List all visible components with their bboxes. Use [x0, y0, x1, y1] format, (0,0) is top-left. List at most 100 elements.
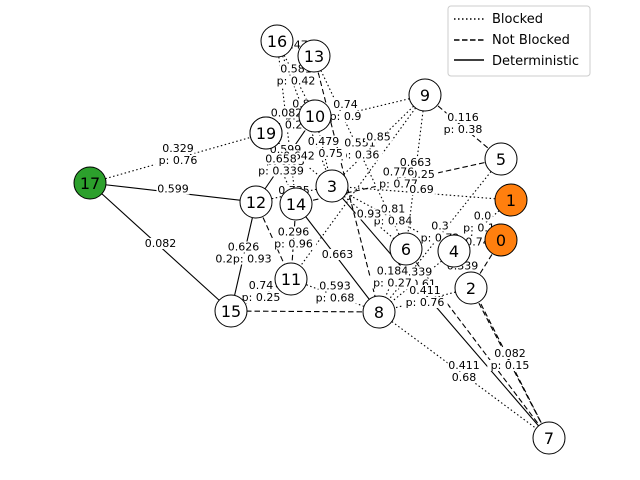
edge-label-bg [408, 285, 442, 296]
edge-label-bg [277, 226, 310, 238]
edge-label-1-4: 0.0 [474, 210, 492, 223]
edge-label-bg [392, 169, 439, 180]
edge-label-bg [300, 148, 347, 159]
edge-label-bg [266, 119, 307, 131]
edge-label-bg [417, 232, 463, 244]
edge-label-bg [446, 260, 479, 272]
edge-label-17-12: 0.599 [157, 183, 189, 196]
edge-label-bg [376, 265, 409, 277]
edge-label-2-8: 0.411 [409, 284, 441, 297]
edge-label-bg [227, 241, 260, 253]
edge-label-bg [355, 208, 383, 220]
edge-label-bg [365, 131, 392, 143]
node-15: 15 [214, 294, 248, 328]
edge-label-bg [282, 150, 316, 162]
edge-label-bg [156, 183, 190, 195]
edge-label-16-14: 0.082 [271, 107, 303, 120]
edge-label-8-11: p: 0.68 [316, 292, 355, 305]
node-label-13: 13 [304, 47, 324, 66]
edge-label-bg [238, 292, 284, 303]
node-3: 3 [315, 169, 349, 203]
edge-label-14-11: 0.296 [278, 226, 310, 239]
node-circle-13 [297, 39, 331, 73]
edge-label-bg [375, 178, 422, 190]
node-label-4: 4 [449, 242, 459, 261]
node-19: 19 [249, 116, 283, 150]
node-circle-15 [214, 294, 248, 328]
edge-label-bg [429, 220, 451, 232]
node-circle-3 [315, 169, 349, 203]
edge-label-bg [447, 360, 481, 371]
edge-label-6-8: p: 0.27 [373, 277, 412, 290]
edge-label-12-15: 0.2p: 0.93 [215, 253, 271, 266]
edge-label-bg [382, 166, 415, 178]
edge-label-3-4: p: 0.84 [374, 215, 413, 228]
node-9: 9 [408, 78, 442, 112]
node-label-7: 7 [544, 429, 554, 448]
edge-label-bg [446, 112, 480, 123]
edge-label-bg [279, 63, 313, 75]
node-label-6: 6 [401, 240, 411, 259]
node-11: 11 [274, 262, 308, 296]
node-13: 13 [297, 39, 331, 73]
node-label-3: 3 [327, 177, 337, 196]
node-circle-16 [260, 24, 294, 58]
node-label-5: 5 [496, 150, 506, 169]
edge-5-8 [378, 158, 502, 313]
edge-label-2-7: p: 0.15 [491, 359, 530, 372]
edge-label-bg [369, 277, 416, 289]
node-label-14: 14 [286, 195, 306, 214]
edge-label-bg [493, 348, 527, 359]
edge-label-15-11: 0.74 [249, 279, 274, 292]
edge-label-9-19: p: 0.9 [330, 110, 362, 123]
edge-label-bg [307, 136, 340, 147]
edge-label-bg [393, 278, 440, 290]
nodes-layer: 012345678910111213141516171819 [73, 24, 566, 455]
node-label-19: 19 [256, 124, 276, 143]
node-label-16: 16 [267, 32, 287, 51]
node-14: 14 [279, 187, 313, 221]
node-label-8: 8 [374, 303, 384, 322]
edge-16-14 [276, 40, 297, 205]
edge-label-19-14: p: 0.339 [258, 165, 304, 178]
node-6: 6 [389, 232, 423, 266]
node-label-15: 15 [221, 302, 241, 321]
edge-label-9-5: p: 0.38 [444, 123, 483, 136]
edge-label-bg [318, 280, 352, 292]
node-circle-7 [532, 421, 566, 455]
node-5: 5 [484, 142, 518, 176]
edge-label-bg [269, 144, 302, 155]
node-1: 1 [494, 183, 528, 217]
node-label-11: 11 [281, 270, 301, 289]
edge-label-8-7: 0.411 [448, 359, 480, 372]
edge-label-1-3: 0.69 [409, 183, 434, 196]
edge-label-3-4: 0.81 [381, 203, 406, 216]
edge-label-bg [487, 360, 533, 371]
edge-label-17-19: 0.329 [162, 142, 194, 155]
node-circle-10 [298, 99, 332, 133]
node-label-0: 0 [496, 231, 506, 250]
node-17: 17 [73, 166, 107, 200]
edge-label-bg [464, 236, 491, 248]
node-circle-5 [484, 142, 518, 176]
legend-label-not-blocked: Not Blocked [492, 33, 570, 48]
edge-label-5-14: 0.776 [383, 166, 415, 179]
node-circle-17 [73, 166, 107, 200]
node-label-2: 2 [466, 279, 476, 298]
node-label-12: 12 [246, 193, 266, 212]
edge-label-8-11: 0.593 [319, 280, 351, 293]
edge-label-5-8: 0.3 [431, 220, 449, 233]
node-8: 8 [362, 295, 396, 329]
node-circle-4 [437, 234, 471, 268]
edge-label-bg [247, 280, 275, 291]
node-circle-1 [494, 183, 528, 217]
edge-label-bg [255, 165, 307, 177]
edge-label-0-4: 0.74 [465, 236, 490, 249]
edge-label-8-7: 0.68 [452, 371, 477, 384]
node-label-17: 17 [80, 174, 100, 193]
edge-label-bg [450, 372, 478, 383]
edge-3-7 [331, 185, 550, 439]
node-10: 10 [298, 99, 332, 133]
